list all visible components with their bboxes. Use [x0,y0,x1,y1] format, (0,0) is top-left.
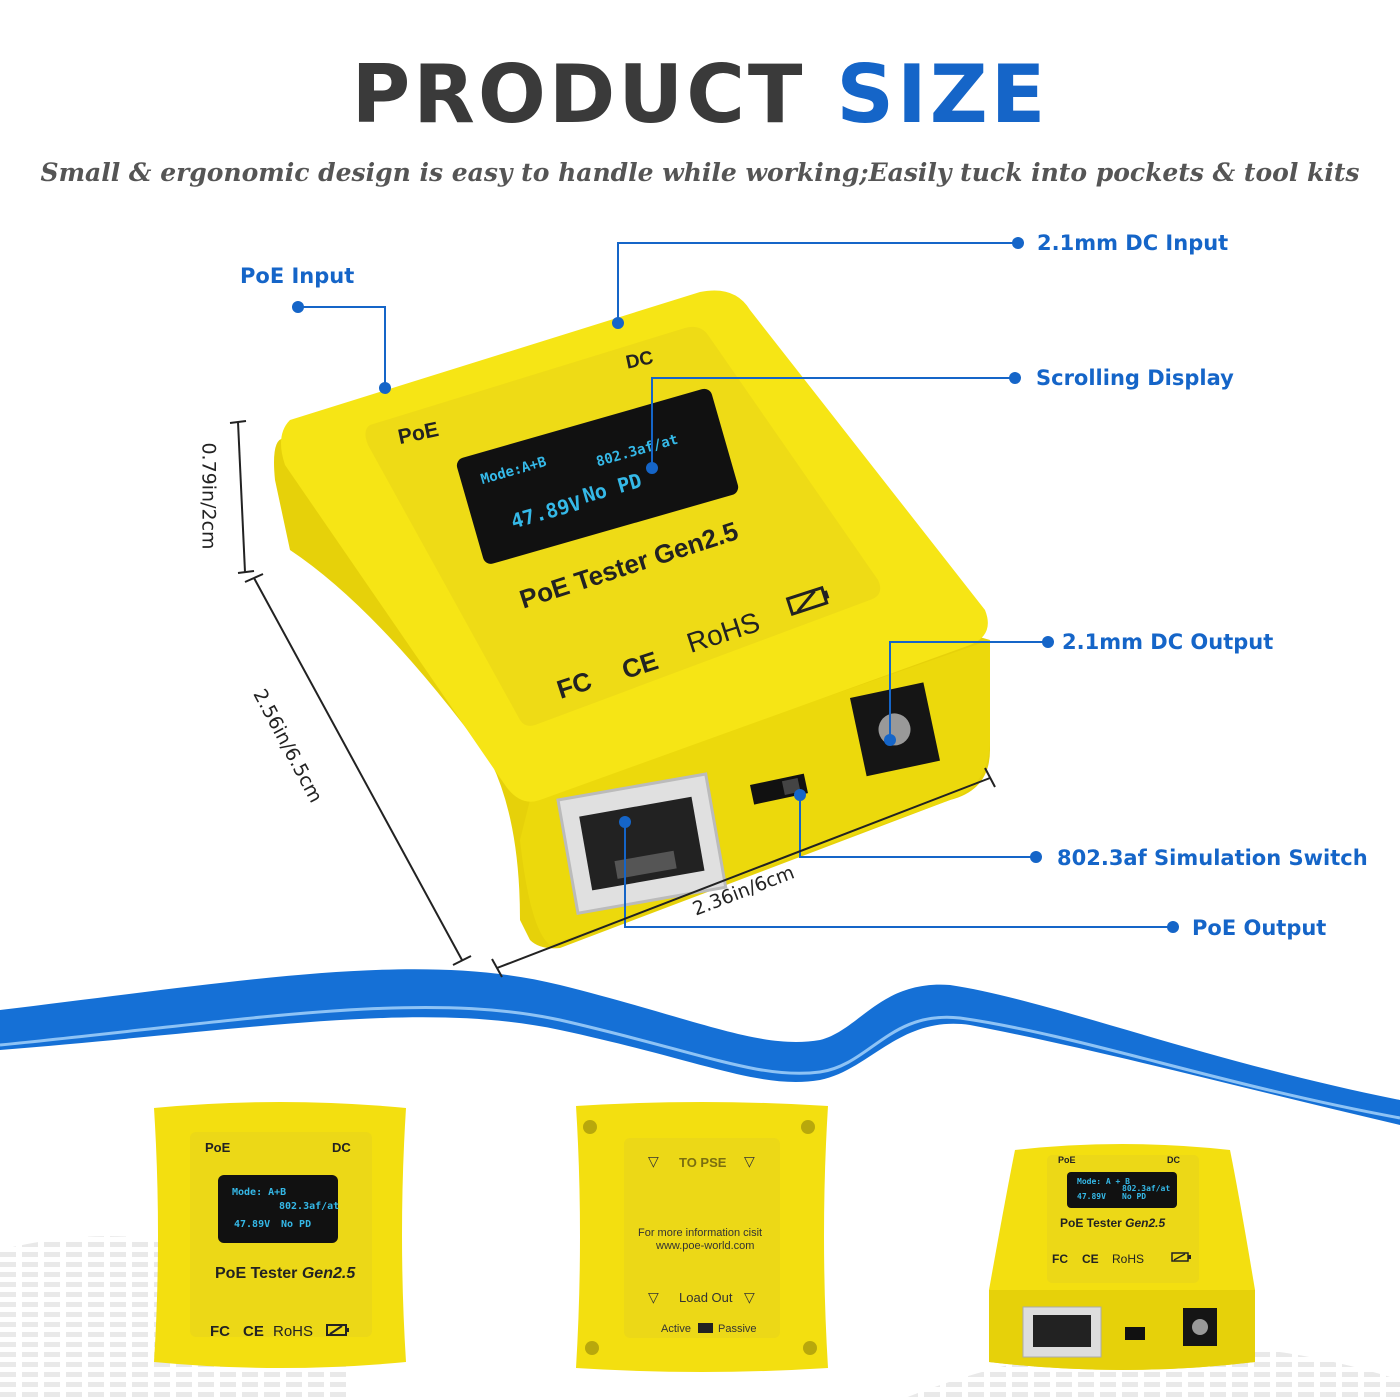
angle-screen-status: No PD [1122,1192,1147,1201]
dc-input-dot [1012,237,1024,249]
front-model-gen: Gen2.5 [301,1265,356,1282]
depth-tick-top [244,573,264,583]
back-screw-bottom-left [585,1341,599,1355]
front-cert-fcc: FC [210,1323,230,1340]
front-screen-mode: Mode: A+B [232,1187,287,1198]
dc-input-anchor-dot [612,317,624,329]
angle-cert-rohs: RoHS [1112,1252,1145,1266]
sim-switch-leader [799,795,1036,858]
angle-cert-fcc: FC [1052,1252,1068,1266]
back-load-out: Load Out [679,1290,733,1305]
back-screw-bottom-right [803,1341,817,1355]
back-info-line2: www.poe-world.com [656,1240,755,1252]
front-screen-standard: 802.3af/at [279,1201,340,1212]
front-model: PoE Tester Gen2.5 [215,1265,355,1283]
poe-output-port-clip [614,850,677,879]
device-screen [456,388,739,564]
callout-sim-switch: 802.3af Simulation Switch [1057,846,1368,870]
angle-view-dc-jack-pin [1192,1319,1208,1335]
poe-input-dot [292,301,304,313]
dc-output-leader [889,641,1048,740]
angle-model-prefix: PoE Tester [1060,1216,1122,1230]
back-active-label: Active [661,1323,691,1335]
page-title: PRODUCT SIZE [0,48,1400,141]
angle-screen-mode: Mode: A + B [1077,1177,1130,1186]
battery-icon [785,585,830,616]
angle-poe-label: PoE [1058,1155,1076,1165]
angle-screen-standard: 802.3af/at [1122,1184,1171,1193]
arrow-down-icon: ▽ [744,1289,755,1305]
front-battery-icon [326,1324,349,1336]
scrolling-display-leader [651,377,1015,468]
front-cert-ce: CE [243,1323,264,1340]
front-screen-status: No PD [281,1219,312,1230]
callout-dc-output: 2.1mm DC Output [1062,630,1274,654]
back-screw-top-right [801,1120,815,1134]
device-label-panel [365,326,881,726]
callout-poe-output: PoE Output [1192,916,1327,940]
front-dc-label: DC [332,1140,351,1155]
back-view-device [576,1102,828,1372]
sim-switch-dot [1030,851,1042,863]
wave-highlight [0,1005,1400,1120]
title-accent: SIZE [836,48,1049,141]
blue-wave [0,969,1400,1125]
back-screw-top-left [583,1120,597,1134]
main-device [274,290,990,949]
poe-input-anchor-dot [379,382,391,394]
callout-dc-input: 2.1mm DC Input [1037,231,1229,255]
grid-pattern-right [900,1344,1400,1400]
angle-dc-label: DC [1167,1155,1180,1165]
back-view-label-panel [624,1138,780,1338]
scrolling-display-dot [1009,372,1021,384]
callout-scrolling-display: Scrolling Display [1036,366,1234,390]
poe-output-anchor-dot [619,816,631,828]
poe-output-leader [624,822,1173,928]
sim-switch-anchor-dot [794,789,806,801]
back-mode-switch [698,1323,713,1333]
callout-lines [229,237,1179,978]
back-info-line1: For more information cisit [638,1227,763,1239]
front-cert-rohs: RoHS [273,1323,314,1340]
arrow-down-icon: ▽ [648,1153,659,1169]
angle-view-rj45-opening [1033,1315,1091,1347]
dc-output-dot [1042,636,1054,648]
angle-view-device [989,1144,1255,1370]
arrow-down-icon: ▽ [648,1289,659,1305]
front-view-screen [218,1175,338,1243]
back-to-pse: TO PSE [679,1155,727,1170]
arrow-down-icon: ▽ [744,1153,755,1169]
angle-view-switch [1125,1327,1145,1340]
width-tick-left [491,958,503,978]
angle-model: PoE Tester Gen2.5 [1060,1216,1165,1230]
scrolling-display-anchor-dot [646,462,658,474]
width-tick-right [984,767,996,788]
dimension-height: 0.79in/2cm [197,442,220,550]
height-tick-top [229,420,247,424]
width-dimension-line [496,777,991,969]
front-screen-voltage: 47.89V [234,1219,271,1230]
title-main: PRODUCT [351,48,806,141]
poe-output-dot [1167,921,1179,933]
page-subtitle: Small & ergonomic design is easy to hand… [40,158,1360,187]
poe-input-leader [298,306,386,388]
front-model-prefix: PoE Tester [215,1265,298,1282]
angle-view-screen [1067,1172,1177,1208]
dc-output-anchor-dot [884,734,896,746]
angle-cert-ce: CE [1082,1252,1099,1266]
dc-input-leader [617,242,1018,323]
depth-tick-bottom [452,955,472,966]
callout-poe-input: PoE Input [240,264,355,288]
depth-dimension-line [253,577,463,961]
height-dimension-line [237,421,246,573]
height-tick-bottom [237,570,255,574]
back-passive-label: Passive [718,1323,757,1335]
angle-battery-icon [1171,1252,1191,1262]
angle-screen-voltage: 47.89V [1077,1192,1106,1201]
front-poe-label: PoE [205,1140,231,1155]
front-view-device [154,1102,406,1368]
angle-model-gen: Gen2.5 [1125,1216,1166,1230]
